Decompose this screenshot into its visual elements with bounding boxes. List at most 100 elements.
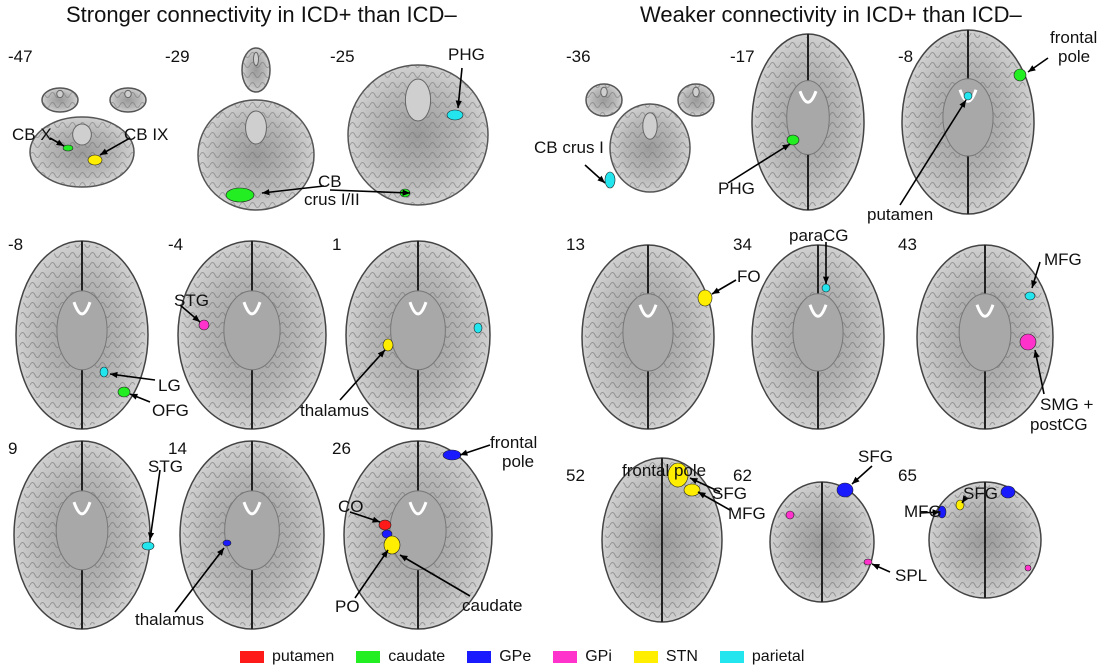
- label-caudate: caudate: [462, 596, 523, 615]
- arrow-head: [130, 393, 138, 400]
- connectivity-cluster: [863, 558, 873, 566]
- brainstem: [600, 86, 608, 98]
- slice-number: -25: [330, 47, 355, 66]
- label-phg: PHG: [718, 179, 755, 198]
- cerebellum-folia: [348, 65, 488, 205]
- brain-slice: [601, 457, 723, 623]
- brain-slice: [928, 481, 1042, 599]
- label-frontal-pole: pole: [1058, 47, 1091, 66]
- deep-gray-matter: [56, 290, 108, 371]
- connectivity-cluster: [442, 449, 462, 461]
- connectivity-cluster: [821, 283, 831, 293]
- label-phg: PHG: [448, 45, 485, 64]
- label-co: CO: [338, 497, 364, 516]
- brain-slice: [901, 29, 1035, 215]
- annotation-arrow: [1034, 349, 1045, 395]
- label-sfg: SFG: [712, 484, 747, 503]
- legend-swatch: [553, 651, 578, 663]
- right-heading: Weaker connectivity in ICD+ than ICD–: [640, 2, 1022, 27]
- connectivity-cluster: [667, 462, 689, 488]
- label-mfg: MFG: [1044, 250, 1082, 269]
- cerebellum-folia: [586, 84, 622, 116]
- label-cb-crus-2: crus I/II: [304, 190, 360, 209]
- arrow-head: [400, 555, 408, 562]
- slice-number: 9: [8, 439, 18, 458]
- label-thalamus: thalamus: [300, 401, 369, 420]
- cerebellum-folia: [678, 84, 714, 116]
- label-sfg: SFG: [858, 447, 893, 466]
- connectivity-cluster: [1024, 291, 1036, 301]
- brainstem: [642, 112, 658, 140]
- brain-slice: [29, 116, 135, 188]
- slice-number: -4: [168, 235, 184, 254]
- brainstem: [404, 78, 432, 122]
- brain-slice: [581, 244, 715, 430]
- annotation-arrow: [174, 547, 225, 613]
- legend-swatch: [633, 651, 658, 663]
- connectivity-cluster: [378, 519, 392, 531]
- legend-label: parietal: [751, 648, 805, 665]
- cerebellum-folia: [198, 100, 314, 210]
- label-sfg: SFG: [963, 484, 998, 503]
- connectivity-cluster: [683, 483, 701, 497]
- label-frontal-pole: frontal: [490, 433, 538, 452]
- connectivity-cluster: [786, 134, 800, 146]
- label-thalamus: thalamus: [135, 610, 204, 629]
- label-smg: SMG +: [1040, 395, 1094, 414]
- legend-swatch: [467, 651, 492, 663]
- annotation-arrow: [727, 143, 791, 184]
- label-frontal-pole: frontal pole: [622, 461, 707, 480]
- arrow-head: [377, 350, 385, 358]
- arrow-head: [852, 476, 860, 484]
- slice-number: -36: [566, 47, 591, 66]
- legend-item: parietal: [719, 648, 805, 666]
- annotation-arrow: [339, 349, 386, 401]
- brainstem: [124, 89, 132, 99]
- slice-number: 52: [566, 466, 585, 485]
- arrow-head: [962, 495, 969, 503]
- label-mfg: MFG: [904, 502, 942, 521]
- arrow-head: [822, 276, 830, 284]
- brain-slice: [609, 103, 691, 193]
- label-ofg: OFG: [152, 401, 189, 420]
- label-fo: FO: [737, 267, 761, 286]
- brainstem: [72, 123, 92, 146]
- arrow-head: [872, 564, 880, 570]
- connectivity-cluster: [785, 510, 795, 520]
- arrow-head: [381, 550, 388, 558]
- label-frontal-pole: pole: [502, 452, 535, 471]
- annotation-arrow: [329, 189, 411, 194]
- legend-item: GPe: [467, 648, 531, 666]
- ventricle: [798, 90, 818, 104]
- deep-gray-matter: [55, 490, 109, 571]
- cerebellum-folia: [610, 104, 690, 192]
- annotation-arrow: [399, 554, 471, 597]
- connectivity-cluster: [836, 482, 854, 498]
- connectivity-cluster: [382, 338, 394, 352]
- ventricle: [408, 301, 428, 316]
- legend-item: putamen: [240, 648, 334, 666]
- ventricle: [958, 89, 978, 103]
- brain-slice: [345, 240, 491, 430]
- brainstem: [252, 51, 260, 67]
- connectivity-cluster: [87, 154, 103, 166]
- ventricle: [975, 304, 995, 318]
- ventricle: [242, 301, 262, 316]
- legend-item: STN: [633, 648, 698, 666]
- legend-label: caudate: [388, 648, 446, 665]
- ventricle: [72, 501, 92, 516]
- arrow-head: [932, 509, 940, 516]
- connectivity-cluster: [222, 539, 232, 547]
- connectivity-cluster: [62, 144, 74, 152]
- slice-number: 65: [898, 466, 917, 485]
- arrow-head: [262, 189, 270, 196]
- label-lg: LG: [158, 376, 181, 395]
- connectivity-cluster: [1024, 564, 1032, 572]
- brain-slice: [109, 87, 147, 113]
- label-cb-crus: CB: [318, 172, 342, 191]
- legend-swatch: [719, 651, 744, 663]
- connectivity-cluster: [99, 366, 109, 378]
- slice-number: -8: [8, 235, 24, 254]
- ventricle: [808, 304, 828, 318]
